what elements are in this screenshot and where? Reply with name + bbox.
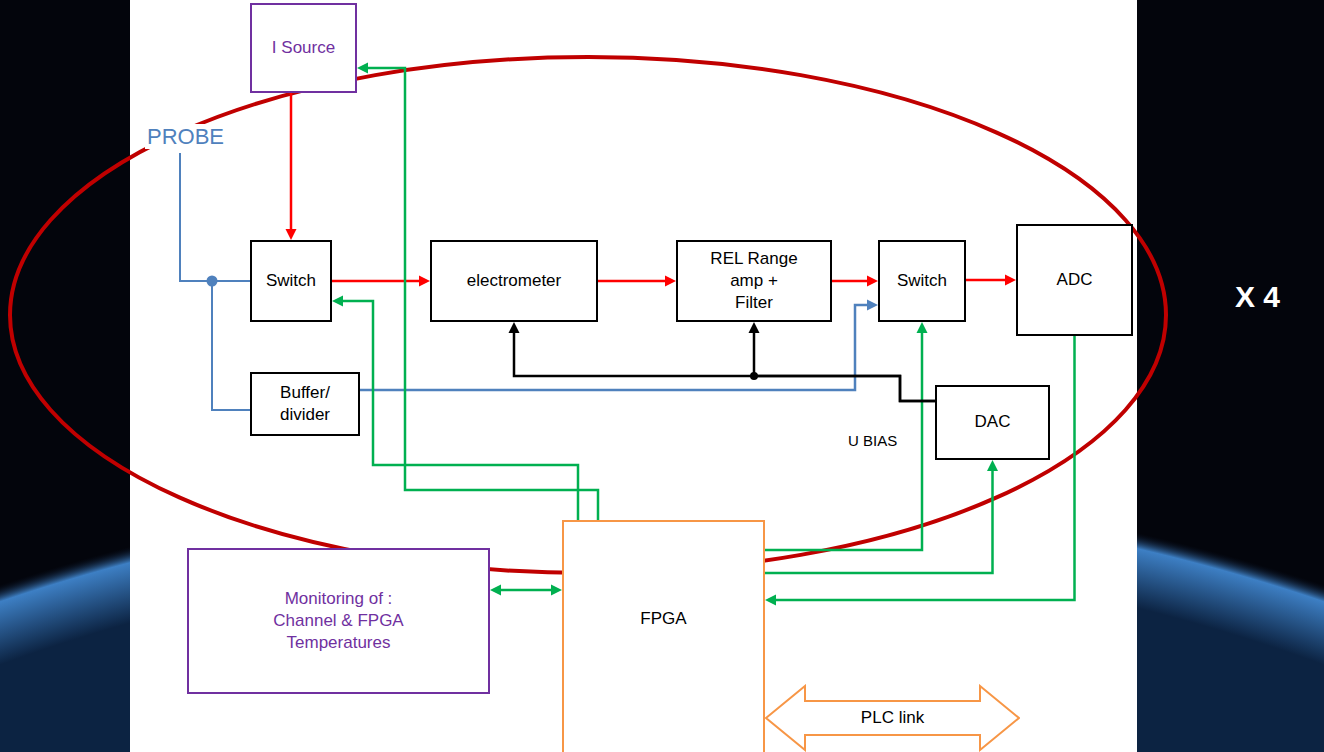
probe-wire <box>180 153 250 281</box>
text-group: ADC <box>1057 269 1093 291</box>
connector-line <box>290 93 293 231</box>
signal-connector <box>749 322 936 401</box>
arrow-head <box>867 276 878 287</box>
text-group: REL Range amp + Filter <box>709 248 799 314</box>
arrow-head <box>419 276 430 287</box>
adc-box: ADC <box>1016 224 1133 336</box>
text-group: Buffer/ divider <box>265 382 345 426</box>
box-label: Monitoring of : Channel & FPGA Temperatu… <box>259 588 419 654</box>
connector-line <box>514 331 935 401</box>
text-group: FPGA <box>640 608 686 630</box>
arrow-head <box>357 63 368 74</box>
arrow-head <box>665 276 676 287</box>
text-group: I Source <box>272 37 335 59</box>
arrow-head <box>286 229 297 240</box>
box-label: FPGA <box>640 608 686 630</box>
box-label: REL Range amp + Filter <box>709 248 799 314</box>
arrow-head <box>509 322 520 333</box>
signal-connector <box>765 460 998 573</box>
box-label: PLC link <box>861 707 924 729</box>
connector-line <box>499 589 553 592</box>
connector-line <box>765 331 922 550</box>
text-group: Monitoring of : Channel & FPGA Temperatu… <box>259 588 419 654</box>
text-group: Switch <box>266 270 316 292</box>
connector-line <box>966 279 1007 282</box>
multiplier-label: X 4 <box>1233 280 1282 315</box>
buffer-box: Buffer/ divider <box>250 372 360 436</box>
buffer-wire <box>212 281 250 410</box>
signal-connector <box>832 276 878 287</box>
connector-line <box>832 280 869 283</box>
plc-link-arrow: PLC link <box>765 684 1020 752</box>
probe-label: PROBE <box>145 124 226 149</box>
text-group: Switch <box>897 270 947 292</box>
dac-box: DAC <box>935 385 1050 460</box>
fpga-box: FPGA <box>562 520 765 752</box>
connector-line <box>754 331 935 401</box>
box-label: Switch <box>897 270 947 292</box>
text-group: DAC <box>975 411 1011 433</box>
connector-line <box>341 301 578 520</box>
text-group: PLC link <box>861 707 924 729</box>
input-switch-box: Switch <box>250 240 332 322</box>
arrow-head <box>551 585 562 596</box>
box-label: Switch <box>266 270 316 292</box>
arrow-head <box>332 296 343 307</box>
connector-line <box>765 469 993 573</box>
bias-label: U BIAS <box>846 432 899 449</box>
box-label: electrometer <box>467 270 561 292</box>
signal-connector <box>286 93 297 240</box>
electrometer-box: electrometer <box>430 240 598 322</box>
arrow-head <box>917 322 928 333</box>
output-switch-box: Switch <box>878 240 966 322</box>
signal-connector <box>598 276 676 287</box>
text-group: electrometer <box>467 270 561 292</box>
arrow-head <box>1005 275 1016 286</box>
double-arrow-shape <box>766 686 1019 750</box>
signal-connector <box>509 322 936 401</box>
arrow-head <box>749 322 760 333</box>
box-label: ADC <box>1057 269 1093 291</box>
arrow-head <box>490 585 501 596</box>
signal-connector <box>332 276 430 287</box>
channel-ellipse <box>10 57 1166 573</box>
monitoring-box: Monitoring of : Channel & FPGA Temperatu… <box>187 548 490 694</box>
arrow-head <box>867 300 878 311</box>
current-source-box: I Source <box>250 3 357 93</box>
connector-line <box>332 280 421 283</box>
arrow-head <box>765 595 776 606</box>
arrow-head <box>987 460 998 471</box>
box-label: Buffer/ divider <box>265 382 345 426</box>
signal-connector <box>966 275 1016 286</box>
box-label: I Source <box>272 37 335 59</box>
signal-connector <box>332 296 578 521</box>
signal-connector <box>765 322 928 550</box>
range-amp-box: REL Range amp + Filter <box>676 240 832 322</box>
connector-line <box>366 68 598 520</box>
signal-connector <box>357 63 598 521</box>
signal-connector <box>490 585 562 596</box>
connector-line <box>598 280 667 283</box>
box-label: DAC <box>975 411 1011 433</box>
